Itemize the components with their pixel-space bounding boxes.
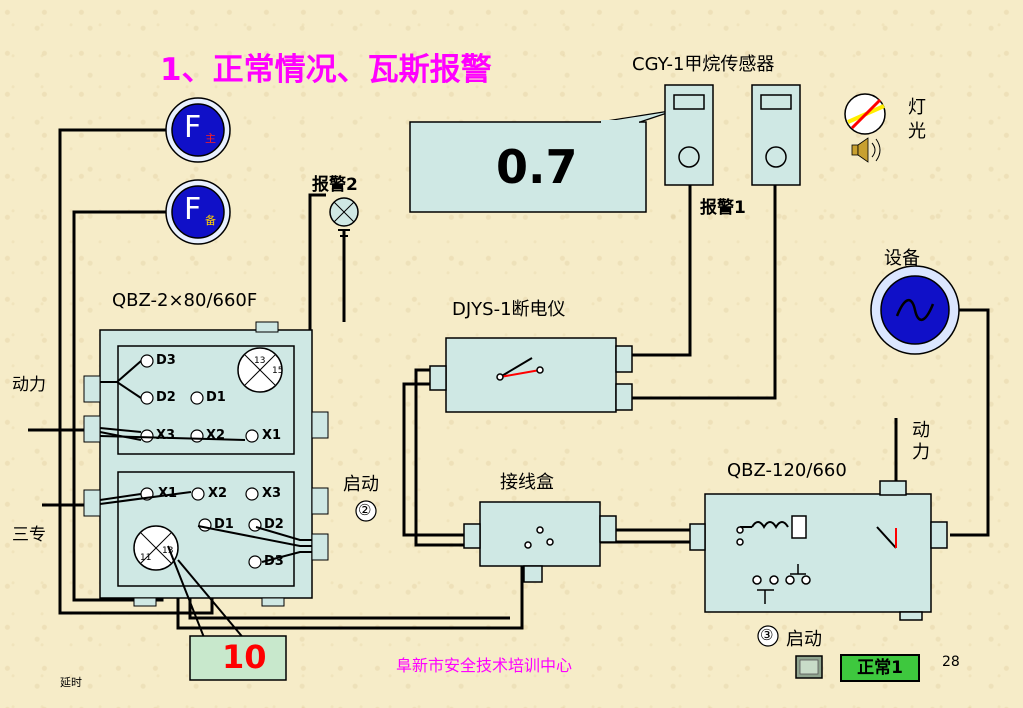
speaker-icon bbox=[851, 137, 881, 163]
fan-main-letter: F bbox=[184, 110, 202, 145]
delay-label: 延时 bbox=[60, 676, 82, 689]
junction-box bbox=[463, 501, 617, 583]
terminal-label: X1 bbox=[158, 486, 178, 501]
djys-label: DJYS-1断电仪 bbox=[452, 299, 566, 320]
start2-number: ② bbox=[358, 501, 372, 519]
power-right-label: 动力 bbox=[912, 420, 930, 463]
start3-label: 启动 bbox=[786, 629, 822, 650]
methane-sensors bbox=[664, 84, 801, 186]
fan-main bbox=[165, 97, 231, 163]
qbz-left-label: QBZ-2×80/660F bbox=[112, 290, 258, 311]
alarm2-lamp bbox=[329, 197, 359, 227]
dial-number: 15 bbox=[272, 366, 284, 376]
start2-label: 启动 bbox=[343, 474, 379, 495]
start3-circle bbox=[757, 625, 779, 647]
alarm2-label: 报警2 bbox=[312, 175, 358, 195]
equipment-motor bbox=[870, 265, 960, 355]
page-title: 1、正常情况、瓦斯报警 bbox=[160, 52, 492, 88]
equipment-label: 设备 bbox=[884, 248, 920, 269]
terminal-label: X2 bbox=[208, 486, 228, 501]
display-callout bbox=[409, 109, 677, 213]
dial-number: 11 bbox=[140, 553, 152, 563]
page-number: 28 bbox=[942, 654, 960, 670]
terminal-label: X3 bbox=[262, 486, 282, 501]
timer-callout bbox=[189, 635, 287, 681]
dial-number: 13 bbox=[162, 546, 174, 556]
qbz-right-box bbox=[689, 480, 948, 621]
start3-number: ③ bbox=[760, 626, 774, 644]
start2-circle bbox=[355, 500, 377, 522]
junction-label: 接线盒 bbox=[500, 472, 554, 493]
terminal-label: D1 bbox=[214, 517, 234, 532]
qbz-left-box bbox=[83, 321, 329, 641]
terminal-label: D2 bbox=[264, 517, 284, 532]
light-label: 灯光 bbox=[908, 97, 926, 142]
fan-backup-letter: F bbox=[184, 192, 202, 227]
terminal-label: D3 bbox=[156, 353, 176, 368]
sensor-title: CGY-1甲烷传感器 bbox=[632, 54, 775, 75]
fan-main-sub: 主 bbox=[205, 132, 216, 145]
fan-backup bbox=[165, 179, 231, 245]
terminal-label: D3 bbox=[264, 554, 284, 569]
qbz-right-label: QBZ-120/660 bbox=[727, 460, 847, 481]
terminal-label: D1 bbox=[206, 390, 226, 405]
status-square-button[interactable] bbox=[796, 656, 822, 678]
alarm1-label: 报警1 bbox=[700, 198, 746, 218]
display-value: 0.7 bbox=[496, 140, 578, 194]
footer-center: 阜新市安全技术培训中心 bbox=[396, 656, 573, 675]
terminal-label: X1 bbox=[262, 428, 282, 443]
three-special-label: 三专 bbox=[12, 525, 46, 545]
terminal-label: X2 bbox=[206, 428, 226, 443]
light-indicator bbox=[844, 93, 886, 135]
terminal-label: X3 bbox=[156, 428, 176, 443]
dial-number: 13 bbox=[254, 356, 266, 366]
djys-box bbox=[429, 337, 633, 413]
timer-value: 10 bbox=[222, 638, 267, 676]
terminal-label: D2 bbox=[156, 390, 176, 405]
fan-backup-sub: 备 bbox=[205, 214, 216, 227]
status-button[interactable]: 正常1 bbox=[840, 654, 920, 682]
power-left-label: 动力 bbox=[12, 375, 46, 395]
